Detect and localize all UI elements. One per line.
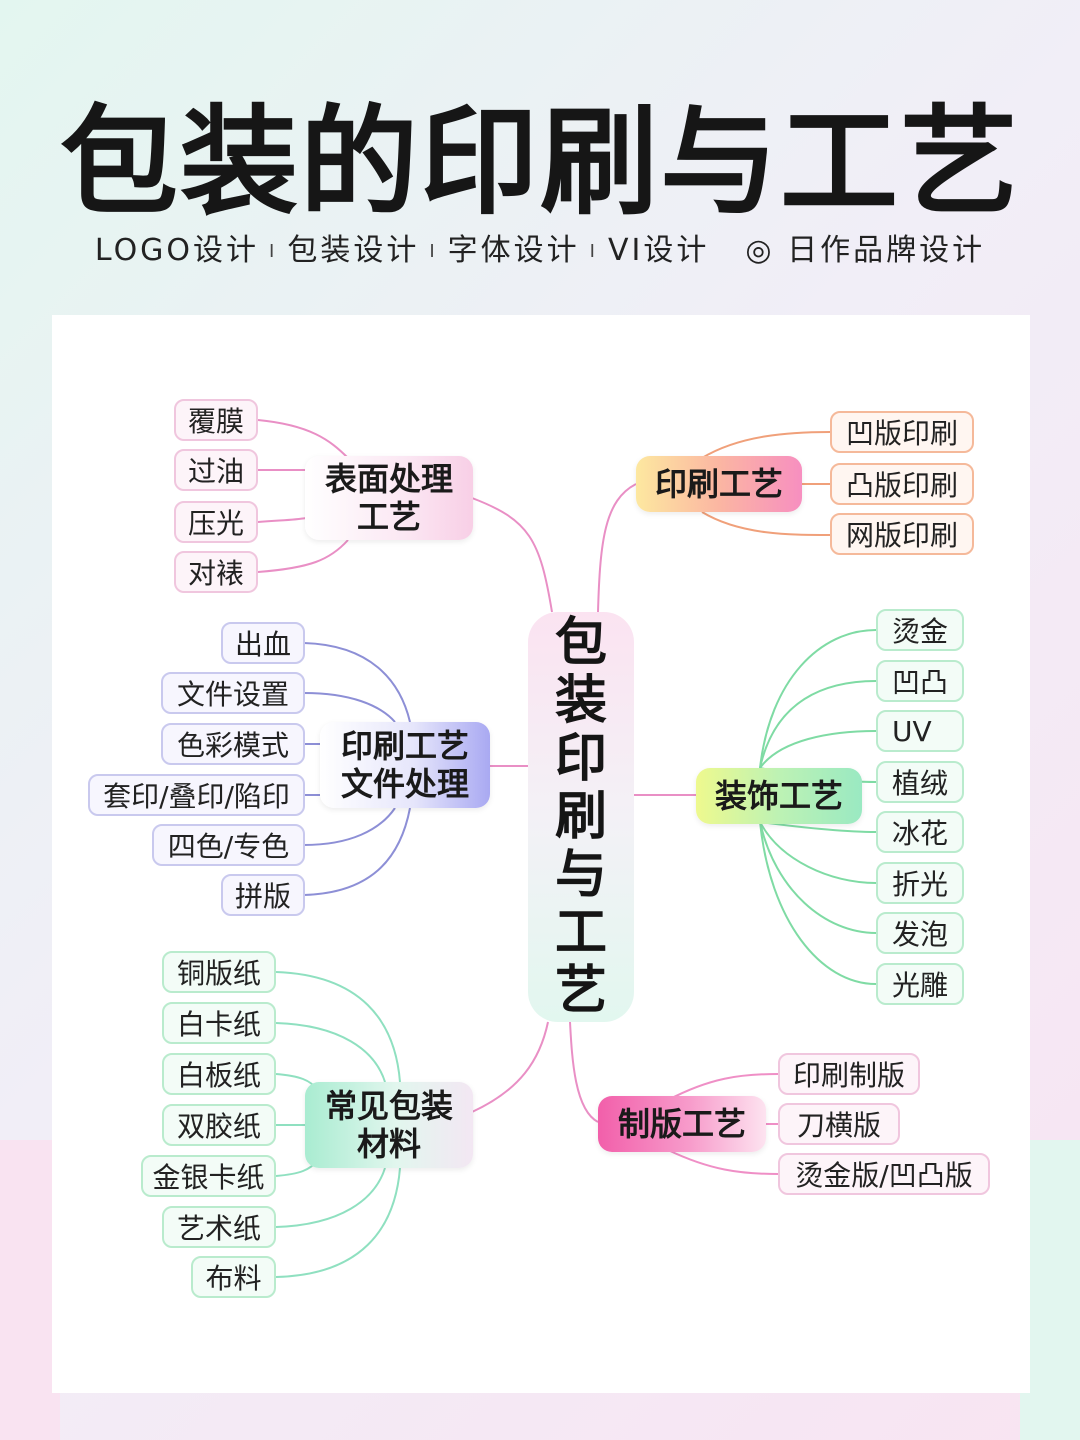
leaf-node: 艺术纸 [162, 1206, 276, 1248]
leaf-node: 四色/专色 [152, 824, 305, 866]
leaf-node: 白卡纸 [162, 1002, 276, 1044]
leaf-node: 发泡 [876, 912, 964, 954]
page-title: 包装的印刷与工艺 [59, 93, 1020, 231]
branch-label: 印刷工艺 [654, 465, 783, 503]
leaf-node: 拼版 [221, 874, 305, 916]
branch-packaging-materials: 常见包装 材料 [305, 1082, 473, 1168]
leaf-node: 文件设置 [161, 672, 305, 714]
branch-surface-treatment: 表面处理 工艺 [305, 456, 473, 540]
subtitle-separator: I [269, 240, 278, 262]
subtitle-item: VI设计 [607, 233, 710, 268]
branch-decoration-process: 装饰工艺 [696, 768, 862, 824]
subtitle-item: 字体设计 [447, 233, 580, 268]
branch-label: 印刷工艺 [340, 727, 469, 765]
leaf-node: 布料 [191, 1256, 276, 1298]
leaf-node: UV [876, 710, 964, 752]
branch-platemaking-process: 制版工艺 [598, 1096, 766, 1152]
brand-label: ◎ 日作品牌设计 [745, 233, 986, 268]
leaf-node: 折光 [876, 862, 964, 904]
leaf-node: 烫金 [876, 609, 964, 651]
branch-printing-process: 印刷工艺 [636, 456, 802, 512]
leaf-node: 白板纸 [162, 1053, 276, 1095]
subtitle-separator: I [429, 240, 438, 262]
root-char: 与 [554, 845, 607, 905]
branch-file-processing: 印刷工艺 文件处理 [320, 722, 490, 808]
leaf-node: 植绒 [876, 761, 964, 803]
root-char: 印 [554, 729, 607, 789]
leaf-node: 凸版印刷 [830, 463, 974, 505]
leaf-node: 光雕 [876, 963, 964, 1005]
root-char: 工 [554, 903, 607, 963]
leaf-node: 金银卡纸 [141, 1155, 276, 1197]
leaf-node: 刀横版 [778, 1103, 900, 1145]
branch-label: 常见包装 [324, 1087, 453, 1125]
subtitle: LOGO设计 I 包装设计 I 字体设计 I VI设计 ◎ 日作品牌设计 [0, 228, 1080, 275]
leaf-node: 覆膜 [174, 399, 258, 441]
subtitle-item: 包装设计 [287, 233, 420, 268]
leaf-node: 压光 [174, 501, 258, 543]
root-char: 艺 [554, 961, 607, 1021]
branch-label: 工艺 [356, 498, 421, 536]
leaf-node: 过油 [174, 449, 258, 491]
root-char: 包 [554, 613, 607, 673]
subtitle-item: LOGO设计 [94, 233, 260, 268]
branch-label: 文件处理 [340, 765, 469, 803]
background-band-right [1020, 1140, 1080, 1440]
leaf-node: 套印/叠印/陷印 [88, 774, 305, 816]
branch-label: 装饰工艺 [714, 777, 843, 815]
background-band-left [0, 1140, 60, 1440]
subtitle-separator: I [589, 240, 598, 262]
branch-label: 材料 [356, 1125, 421, 1163]
leaf-node: 网版印刷 [830, 513, 974, 555]
leaf-node: 凹版印刷 [830, 411, 974, 453]
leaf-node: 冰花 [876, 811, 964, 853]
leaf-node: 出血 [221, 622, 305, 664]
root-char: 装 [554, 671, 607, 731]
leaf-node: 烫金版/凹凸版 [778, 1153, 990, 1195]
leaf-node: 色彩模式 [161, 723, 305, 765]
leaf-node: 双胶纸 [162, 1104, 276, 1146]
root-char: 刷 [554, 787, 607, 847]
root-node: 包 装 印 刷 与 工 艺 [528, 612, 634, 1022]
branch-label: 制版工艺 [617, 1105, 746, 1143]
leaf-node: 印刷制版 [778, 1053, 920, 1095]
leaf-node: 对裱 [174, 551, 258, 593]
leaf-node: 铜版纸 [162, 951, 276, 993]
branch-label: 表面处理 [324, 460, 453, 498]
leaf-node: 凹凸 [876, 660, 964, 702]
